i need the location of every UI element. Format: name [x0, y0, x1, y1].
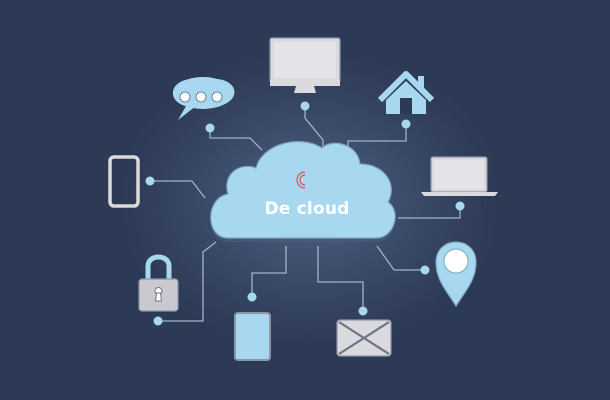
home-icon: [377, 71, 435, 114]
chat-bubble-icon: [172, 77, 235, 120]
central-cloud: [210, 141, 396, 242]
map-pin-icon: [435, 241, 477, 308]
envelope-icon: [336, 319, 392, 357]
tablet-icon: [234, 312, 271, 361]
connector-dots: [145, 101, 465, 326]
laptop-icon: [421, 156, 498, 196]
smartphone-icon: [108, 155, 140, 208]
padlock-icon: [138, 254, 179, 312]
connector-lines: [150, 105, 461, 322]
c-logo-icon: [296, 171, 306, 189]
cloud-label: De cloud: [264, 199, 350, 219]
desktop-monitor-icon: [269, 37, 341, 93]
